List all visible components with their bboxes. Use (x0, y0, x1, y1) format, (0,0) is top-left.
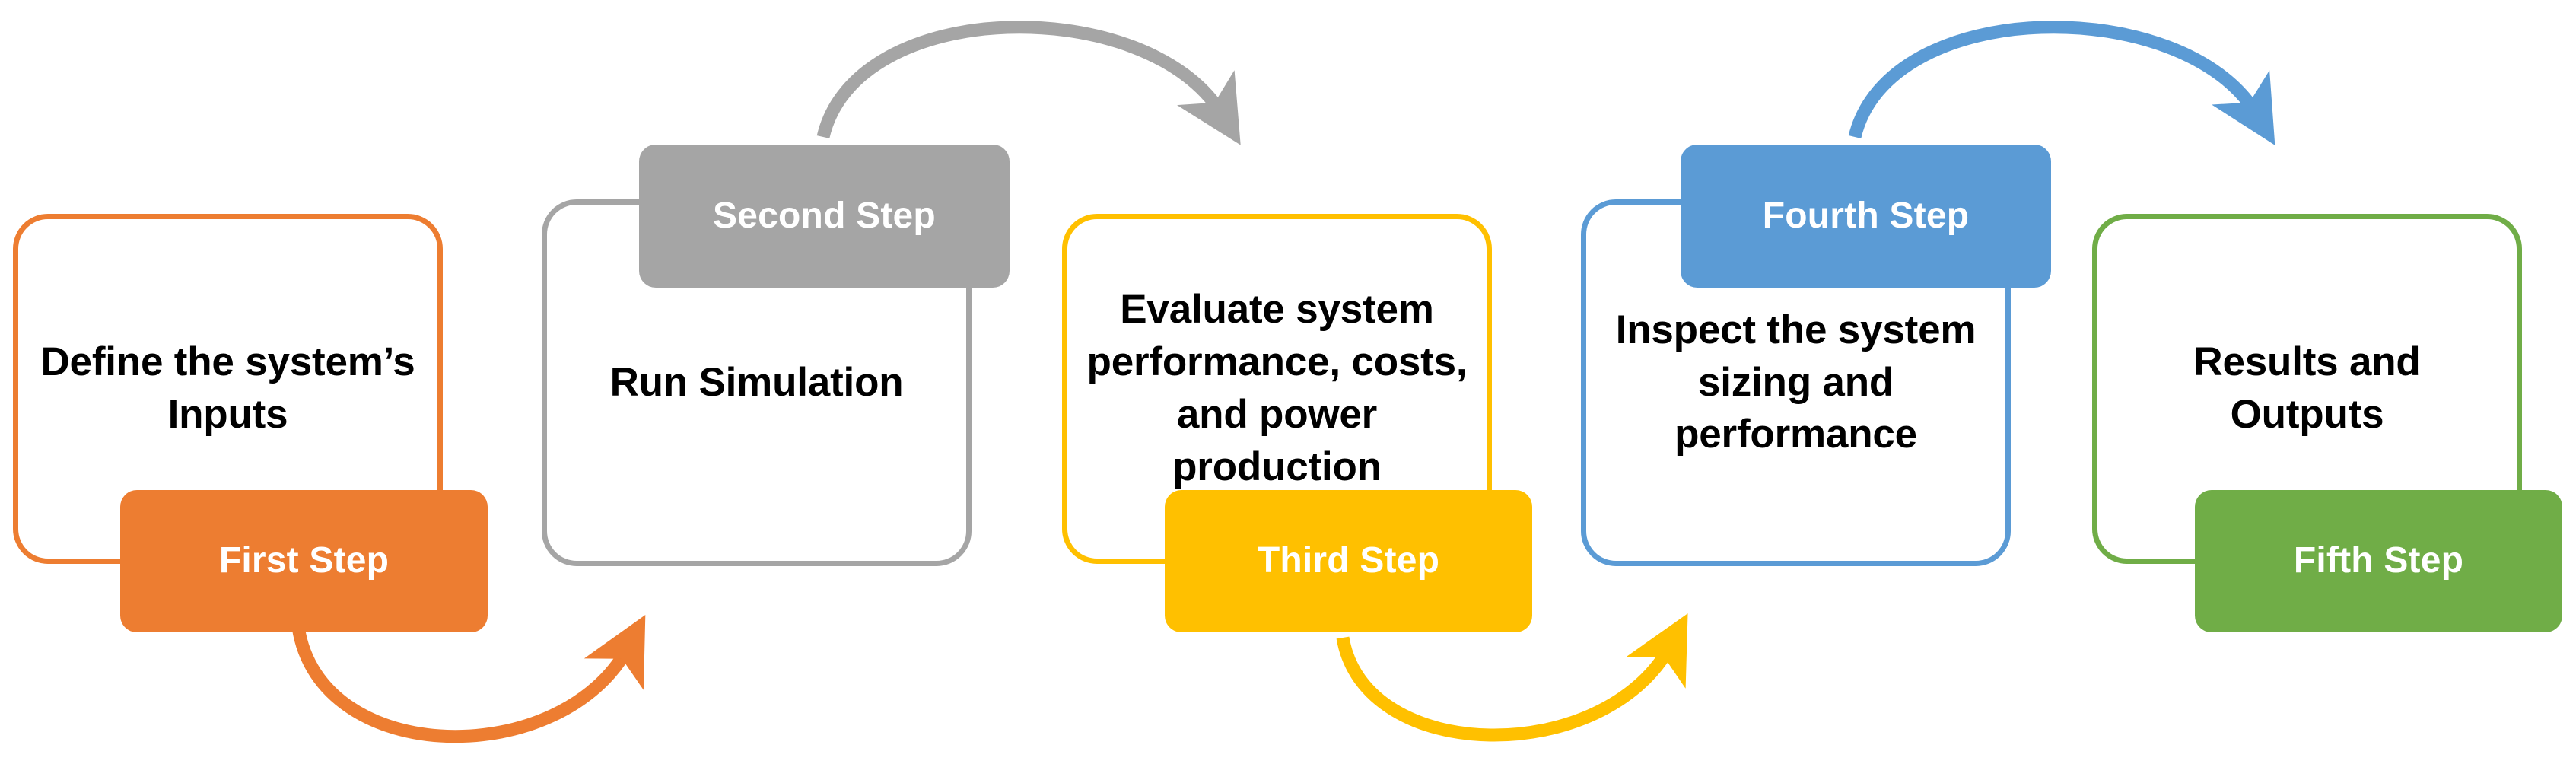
step-5-badge[interactable]: Fifth Step (2195, 490, 2562, 632)
step-3-body-text: Evaluate system performance, costs, and … (1086, 287, 1468, 489)
step-4-badge-label: Fourth Step (1762, 195, 1970, 236)
step-4-body-text: Inspect the system sizing and performanc… (1615, 307, 1977, 457)
fourth-to-fifth-arrow (1848, 21, 2275, 145)
step-1-body-text: Define the system’s Inputs (40, 339, 415, 437)
step-5-body-text: Results and Outputs (2193, 339, 2421, 437)
step-3-badge-label: Third Step (1257, 540, 1440, 581)
third-to-fourth-arrow (1336, 613, 1688, 742)
step-3-badge[interactable]: Third Step (1165, 490, 1532, 632)
step-2-badge[interactable]: Second Step (639, 145, 1010, 288)
step-2-body-text: Run Simulation (609, 359, 904, 405)
step-2-badge-label: Second Step (713, 195, 936, 236)
first-to-second-arrow (291, 614, 646, 743)
step-4-badge[interactable]: Fourth Step (1681, 145, 2051, 288)
step-1-badge[interactable]: First Step (120, 490, 488, 632)
step-1-badge-label: First Step (218, 540, 390, 581)
second-to-third-arrow (816, 21, 1241, 145)
step-5-badge-label: Fifth Step (2293, 540, 2464, 581)
